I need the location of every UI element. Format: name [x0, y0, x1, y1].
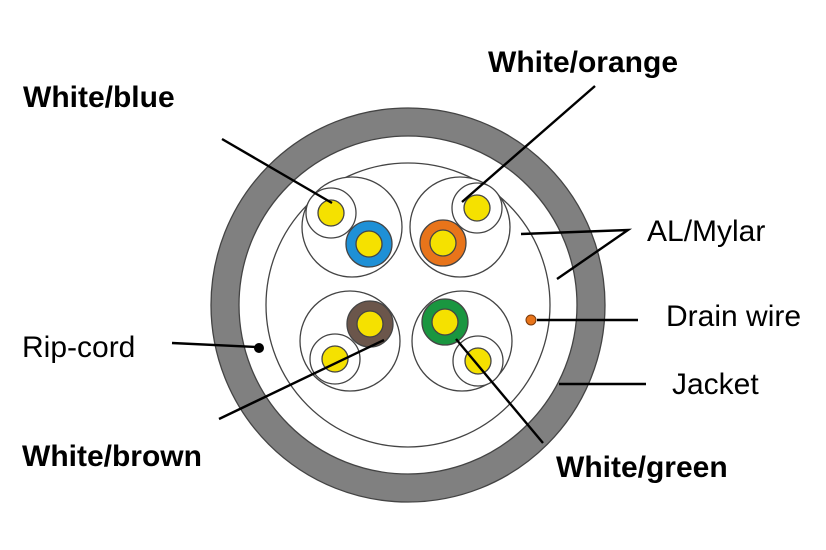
label-rip-cord: Rip-cord [22, 331, 135, 364]
leader-rip-cord [171, 341, 257, 349]
white-blue-core [317, 199, 345, 227]
brown-core [356, 310, 384, 338]
green-core [431, 308, 459, 336]
label-white-green: White/green [556, 451, 728, 484]
white-orange-core [463, 194, 491, 222]
label-drain-wire: Drain wire [666, 300, 801, 333]
leader-al-mylar [520, 228, 633, 280]
orange-core [429, 229, 457, 257]
label-white-blue: White/blue [23, 81, 175, 114]
leader-white-blue [221, 137, 333, 205]
label-white-orange: White/orange [488, 46, 678, 79]
rip-cord [254, 343, 264, 353]
leader-white-brown [218, 338, 385, 421]
white-green-core [464, 347, 492, 375]
leader-white-orange [461, 85, 596, 203]
blue-core [355, 230, 383, 258]
label-jacket: Jacket [672, 368, 759, 401]
leader-white-green [455, 338, 544, 444]
drain-wire [525, 314, 537, 326]
label-al-mylar: AL/Mylar [647, 215, 765, 248]
label-white-brown: White/brown [22, 440, 202, 473]
